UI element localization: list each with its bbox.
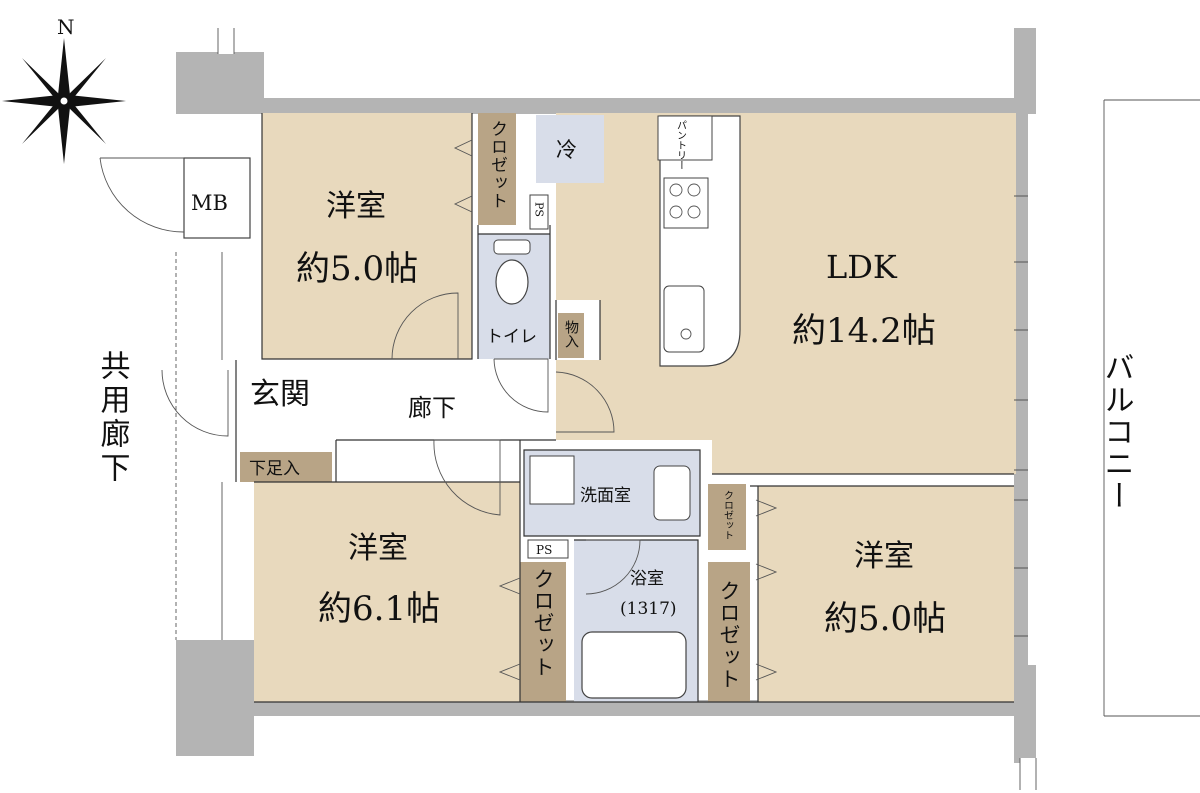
- column-top-right: [1014, 28, 1036, 114]
- entrance-label: 玄関: [250, 377, 310, 412]
- north-label: N: [57, 15, 75, 39]
- closet-top: [478, 113, 516, 225]
- stub-top-left: [218, 28, 234, 54]
- common-corridor-label: 共用廊下: [95, 350, 131, 486]
- shoe-storage-label: 下足入: [249, 459, 300, 479]
- closet-left-label: クロゼット: [531, 568, 555, 678]
- fridge-space: [536, 115, 604, 183]
- small-closet: [708, 484, 746, 550]
- closet-right-label: クロゼット: [717, 580, 741, 690]
- western-room-2: [254, 482, 520, 702]
- column-bottom-right: [1014, 665, 1036, 763]
- hallway-floor: [236, 360, 556, 440]
- closet-left: [520, 562, 566, 702]
- closet-top-label: クロゼット: [487, 120, 507, 210]
- column-bottom-left: [176, 640, 254, 756]
- column-top-left: [176, 52, 264, 114]
- shoe-storage: [240, 452, 332, 482]
- ldk-room: [556, 113, 1016, 474]
- storage-label: 物入: [563, 320, 579, 348]
- wall-right: [1014, 110, 1028, 675]
- western-room-3-name: 洋室: [854, 539, 914, 574]
- western-room-1-size: 約5.0帖: [296, 249, 418, 289]
- fridge-label: 冷: [556, 138, 577, 162]
- western-room-2-size: 約6.1帖: [318, 589, 440, 629]
- bath-name: 浴室: [630, 569, 664, 589]
- hallway-label: 廊下: [408, 394, 456, 422]
- stub-bottom-right: [1020, 758, 1036, 788]
- washroom-label: 洗面室: [580, 486, 631, 506]
- compass-rose-icon: [2, 38, 126, 164]
- pantry-label: パントリー: [675, 120, 687, 170]
- closet-right: [708, 562, 750, 702]
- wall-top: [176, 98, 1036, 114]
- western-room-3: [758, 486, 1014, 702]
- small-closet-label: クロゼット: [722, 490, 734, 540]
- western-room-2-name: 洋室: [348, 531, 408, 566]
- western-room-3-size: 約5.0帖: [824, 599, 946, 639]
- western-room-1-name: 洋室: [326, 189, 386, 224]
- mb-label: MB: [191, 191, 228, 215]
- ldk-size: 約14.2帖: [792, 311, 936, 351]
- ps-bottom-label: PS: [536, 543, 552, 557]
- toilet-label: トイレ: [486, 327, 537, 347]
- bath-size: (1317): [620, 599, 677, 619]
- wall-bottom: [176, 700, 1036, 716]
- ldk-name: LDK: [826, 248, 898, 286]
- storage-closet: [558, 313, 584, 358]
- western-room-1: [262, 113, 472, 359]
- balcony-label: バルコニー: [1099, 352, 1134, 512]
- ps-top-label: PS: [533, 202, 546, 217]
